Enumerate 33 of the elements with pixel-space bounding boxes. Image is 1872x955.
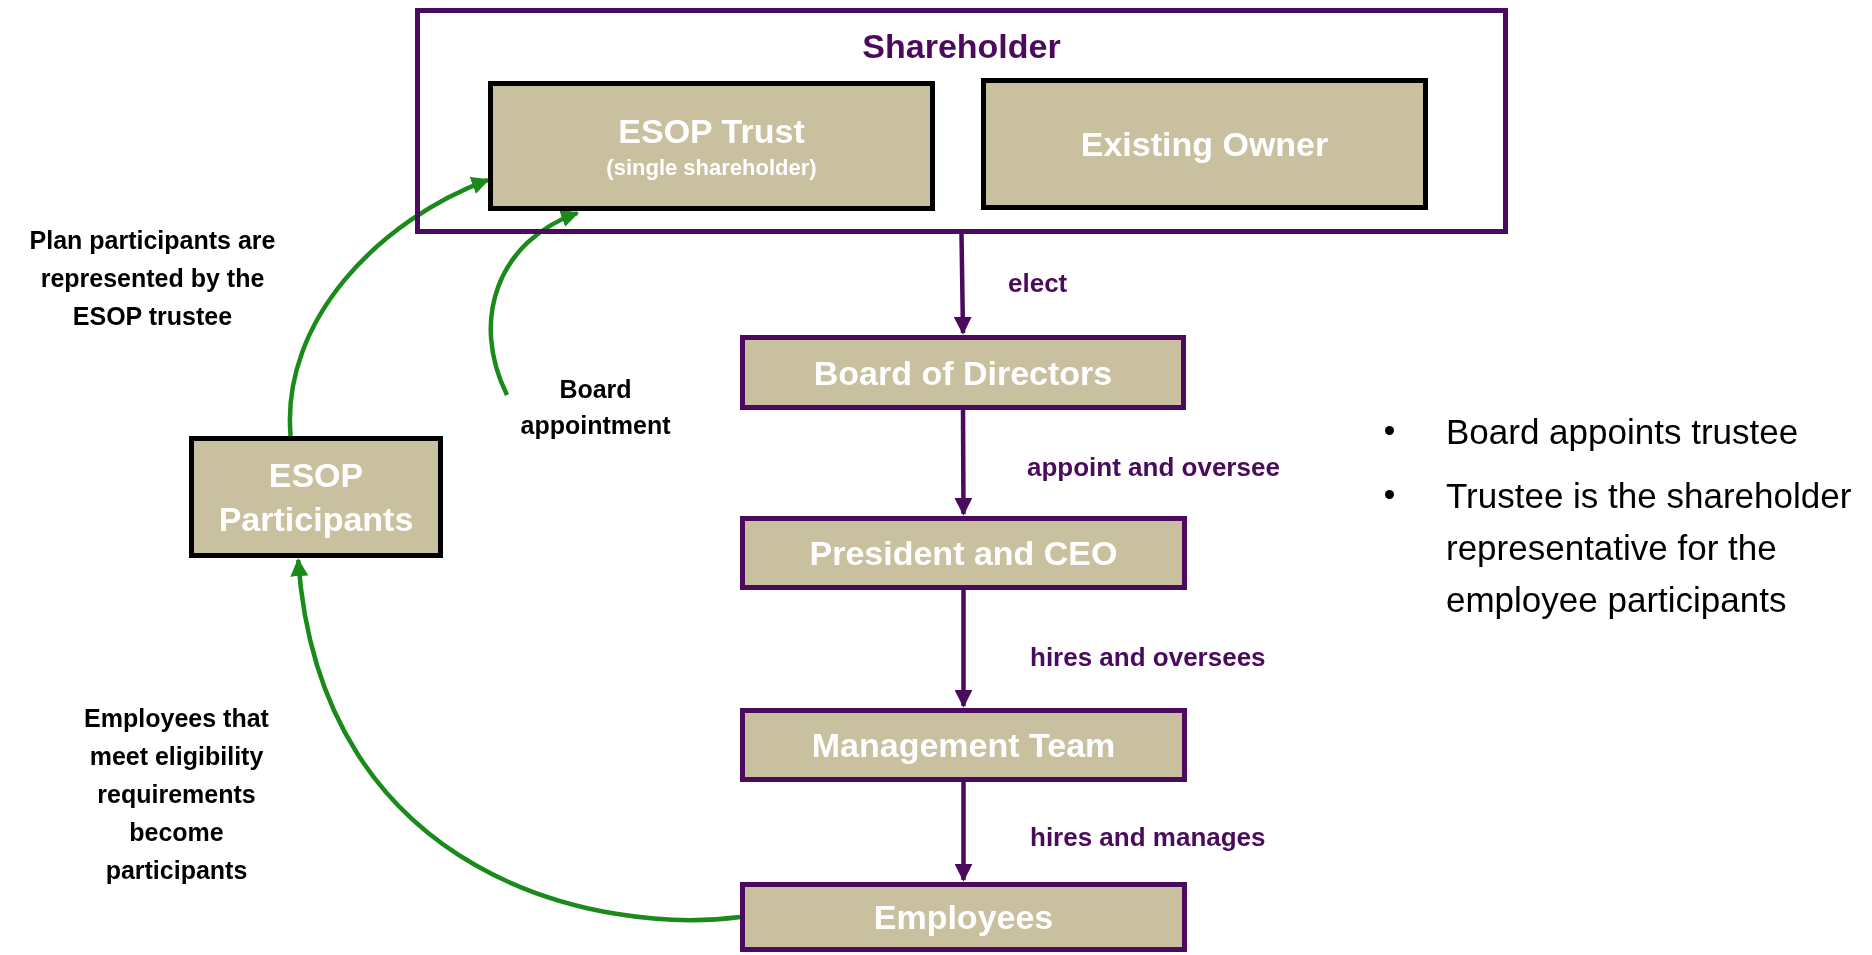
arrow <box>953 233 972 335</box>
arrow <box>954 590 973 708</box>
bullet-text: Board appoints trustee <box>1446 411 1799 453</box>
group-box <box>415 8 1508 234</box>
process-box <box>488 81 935 211</box>
process-box <box>981 78 1428 210</box>
note-text: Employees that meet eligibility requirements become participants <box>83 703 270 886</box>
arrow <box>954 782 973 882</box>
node-title: Board appointment <box>519 374 672 441</box>
node-title: Board of Directors <box>813 352 1113 394</box>
edge-label: appoint and oversee <box>1027 451 1280 484</box>
arrow <box>954 410 973 516</box>
node-title: President and CEO <box>809 533 1118 574</box>
process-box <box>740 882 1187 952</box>
edge-label: elect <box>1008 267 1068 300</box>
node-title: ESOP Trust <box>618 111 805 152</box>
arrow <box>288 177 490 437</box>
node-title: Employees <box>873 897 1054 938</box>
node-title: ESOP Participants <box>217 455 415 540</box>
process-box <box>740 335 1186 410</box>
note-text: Plan participants are represented by the ESOP trustee <box>28 225 277 332</box>
node-subtitle: (single shareholder) <box>606 154 817 182</box>
process-box <box>740 516 1187 590</box>
node-title: Existing Owner <box>1080 124 1329 165</box>
arrow <box>291 558 741 923</box>
process-box <box>740 708 1187 782</box>
node-title: Shareholder <box>861 26 1062 67</box>
process-box <box>189 436 443 558</box>
arrow <box>488 210 580 396</box>
edge-label: hires and manages <box>1030 821 1266 854</box>
node-title: Management Team <box>811 725 1116 766</box>
bullet-text: Trustee is the shareholder representative for the employee participants <box>1446 475 1853 621</box>
edge-label: hires and oversees <box>1030 641 1266 674</box>
